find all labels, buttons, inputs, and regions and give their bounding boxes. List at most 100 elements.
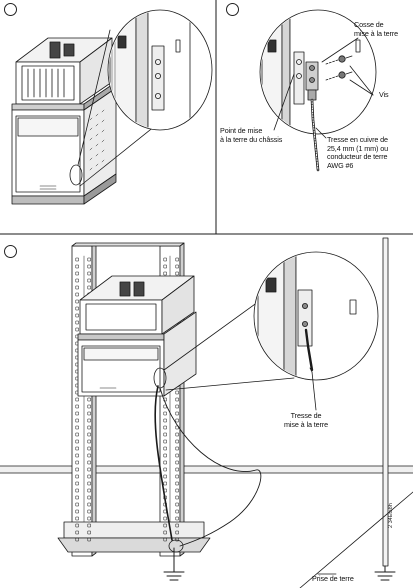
- rail-hole: [75, 278, 79, 283]
- rail-hole: [175, 397, 179, 402]
- rail-hole: [87, 495, 91, 500]
- rail-hole: [87, 264, 91, 269]
- rail-hole: [175, 418, 179, 423]
- rail-hole: [87, 523, 91, 528]
- rail-hole: [87, 474, 91, 479]
- rail-hole: [175, 502, 179, 507]
- rail-hole: [87, 432, 91, 437]
- rail-hole: [175, 488, 179, 493]
- rail-hole: [87, 404, 91, 409]
- rail-hole: [175, 467, 179, 472]
- rail-hole: [175, 439, 179, 444]
- rail-hole: [175, 411, 179, 416]
- rail-hole: [175, 481, 179, 486]
- rail-hole: [87, 502, 91, 507]
- panel-borders: [0, 0, 413, 235]
- rail-hole: [87, 439, 91, 444]
- rail-hole: [163, 460, 167, 465]
- rail-hole: [175, 390, 179, 395]
- rail-hole: [75, 453, 79, 458]
- rail-hole: [175, 523, 179, 528]
- rail-hole: [87, 509, 91, 514]
- rail-hole: [175, 460, 179, 465]
- rail-hole: [87, 425, 91, 430]
- panel1-chassis: [11, 9, 213, 205]
- panel3-rack: [0, 237, 413, 588]
- rail-hole: [163, 516, 167, 521]
- rail-hole: [75, 446, 79, 451]
- label-prise-de-terre: Prise de terre: [312, 574, 354, 583]
- rail-hole: [87, 446, 91, 451]
- rail-hole: [75, 285, 79, 290]
- rail-hole: [175, 404, 179, 409]
- rail-hole: [175, 516, 179, 521]
- rail-hole: [163, 474, 167, 479]
- rail-hole: [75, 509, 79, 514]
- rail-hole: [75, 418, 79, 423]
- rail-hole: [175, 530, 179, 535]
- rail-hole: [163, 411, 167, 416]
- rail-hole: [75, 327, 79, 332]
- rail-hole: [87, 397, 91, 402]
- rail-hole: [87, 537, 91, 542]
- rail-hole: [75, 397, 79, 402]
- rail-hole: [163, 523, 167, 528]
- rail-hole: [163, 264, 167, 269]
- rail-hole: [175, 509, 179, 514]
- rail-hole: [75, 502, 79, 507]
- rail-hole: [163, 467, 167, 472]
- rail-hole: [87, 278, 91, 283]
- rail-hole: [163, 453, 167, 458]
- rail-hole: [175, 432, 179, 437]
- rail-hole: [75, 488, 79, 493]
- rail-hole: [75, 306, 79, 311]
- rail-hole: [75, 271, 79, 276]
- rail-hole: [75, 411, 79, 416]
- rail-hole: [87, 418, 91, 423]
- rail-hole: [175, 495, 179, 500]
- rail-hole: [75, 495, 79, 500]
- rail-hole: [87, 411, 91, 416]
- step-marker-1: [4, 3, 17, 16]
- rail-hole: [175, 453, 179, 458]
- rail-hole: [175, 446, 179, 451]
- rail-hole: [75, 299, 79, 304]
- rail-hole: [163, 446, 167, 451]
- rail-hole: [75, 474, 79, 479]
- rail-hole: [163, 481, 167, 486]
- step-marker-3: [4, 245, 17, 258]
- rail-hole: [163, 439, 167, 444]
- rail-hole: [75, 439, 79, 444]
- rail-hole: [175, 271, 179, 276]
- label-vis: Vis: [379, 90, 389, 99]
- step-marker-2: [226, 3, 239, 16]
- rail-hole: [163, 537, 167, 542]
- rail-hole: [87, 481, 91, 486]
- rail-hole: [163, 418, 167, 423]
- rail-hole: [75, 264, 79, 269]
- rail-hole: [75, 537, 79, 542]
- rail-hole: [163, 425, 167, 430]
- rail-hole: [75, 404, 79, 409]
- rail-hole: [87, 516, 91, 521]
- rail-hole: [175, 264, 179, 269]
- rail-hole: [75, 257, 79, 262]
- rail-hole: [163, 530, 167, 535]
- rail-hole: [87, 467, 91, 472]
- rail-hole: [175, 257, 179, 262]
- rail-hole: [87, 271, 91, 276]
- rail-hole: [87, 488, 91, 493]
- rail-hole: [163, 271, 167, 276]
- rail-hole: [75, 523, 79, 528]
- rail-hole: [87, 257, 91, 262]
- rail-hole: [87, 530, 91, 535]
- rail-hole: [75, 460, 79, 465]
- rail-hole: [75, 516, 79, 521]
- rail-hole: [75, 481, 79, 486]
- rail-hole: [87, 453, 91, 458]
